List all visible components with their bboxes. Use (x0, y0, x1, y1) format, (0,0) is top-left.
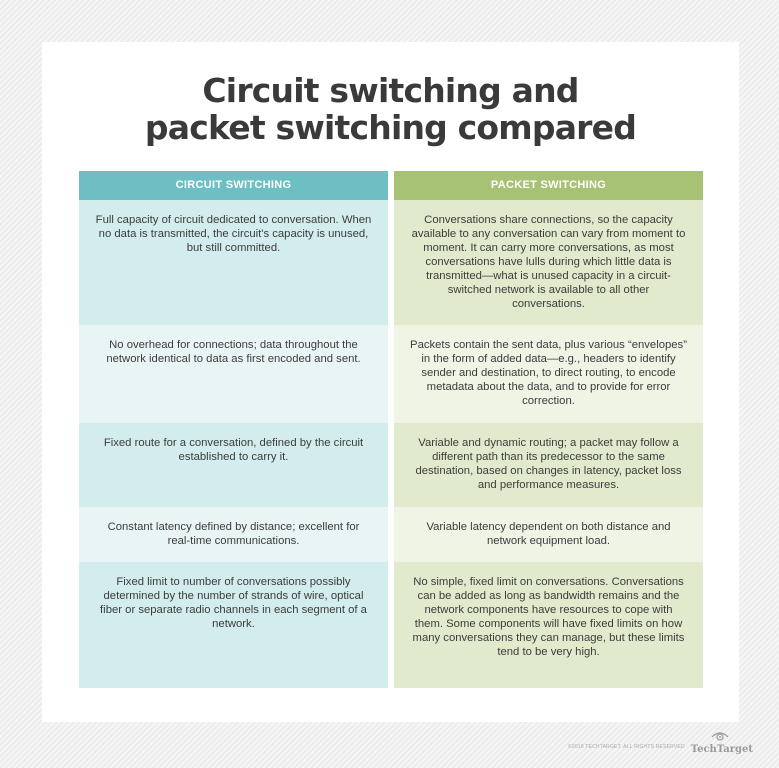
techtarget-logo: TechTarget (690, 732, 754, 755)
copyright-notice: ©2018 TECHTARGET. ALL RIGHTS RESERVED (568, 743, 685, 750)
footer: ©2018 TECHTARGET. ALL RIGHTS RESERVED Te… (568, 732, 754, 755)
circuit-switching-header: CIRCUIT SWITCHING (79, 171, 388, 200)
packet-row-routing: Variable and dynamic routing; a packet m… (394, 423, 703, 507)
packet-row-overhead: Packets contain the sent data, plus vari… (394, 325, 703, 423)
circuit-row-limits: Fixed limit to number of conversations p… (79, 562, 388, 688)
packet-row-capacity: Conversations share connections, so the … (394, 200, 703, 325)
eye-icon (711, 732, 729, 741)
packet-switching-header: PACKET SWITCHING (394, 171, 703, 200)
title-line-1: Circuit switching and (202, 71, 579, 110)
title-line-2: packet switching compared (144, 108, 637, 147)
circuit-switching-column: CIRCUIT SWITCHING Full capacity of circu… (79, 171, 388, 688)
packet-row-latency: Variable latency dependent on both dista… (394, 507, 703, 562)
circuit-row-overhead: No overhead for connections; data throug… (79, 325, 388, 423)
page-title: Circuit switching and packet switching c… (42, 72, 739, 146)
packet-row-limits: No simple, fixed limit on conversations.… (394, 562, 703, 688)
circuit-row-capacity: Full capacity of circuit dedicated to co… (79, 200, 388, 325)
infographic-card: Circuit switching and packet switching c… (42, 42, 739, 722)
packet-switching-column: PACKET SWITCHING Conversations share con… (394, 171, 703, 688)
circuit-row-latency: Constant latency defined by distance; ex… (79, 507, 388, 562)
circuit-row-routing: Fixed route for a conversation, defined … (79, 423, 388, 507)
logo-text: TechTarget (690, 744, 754, 755)
